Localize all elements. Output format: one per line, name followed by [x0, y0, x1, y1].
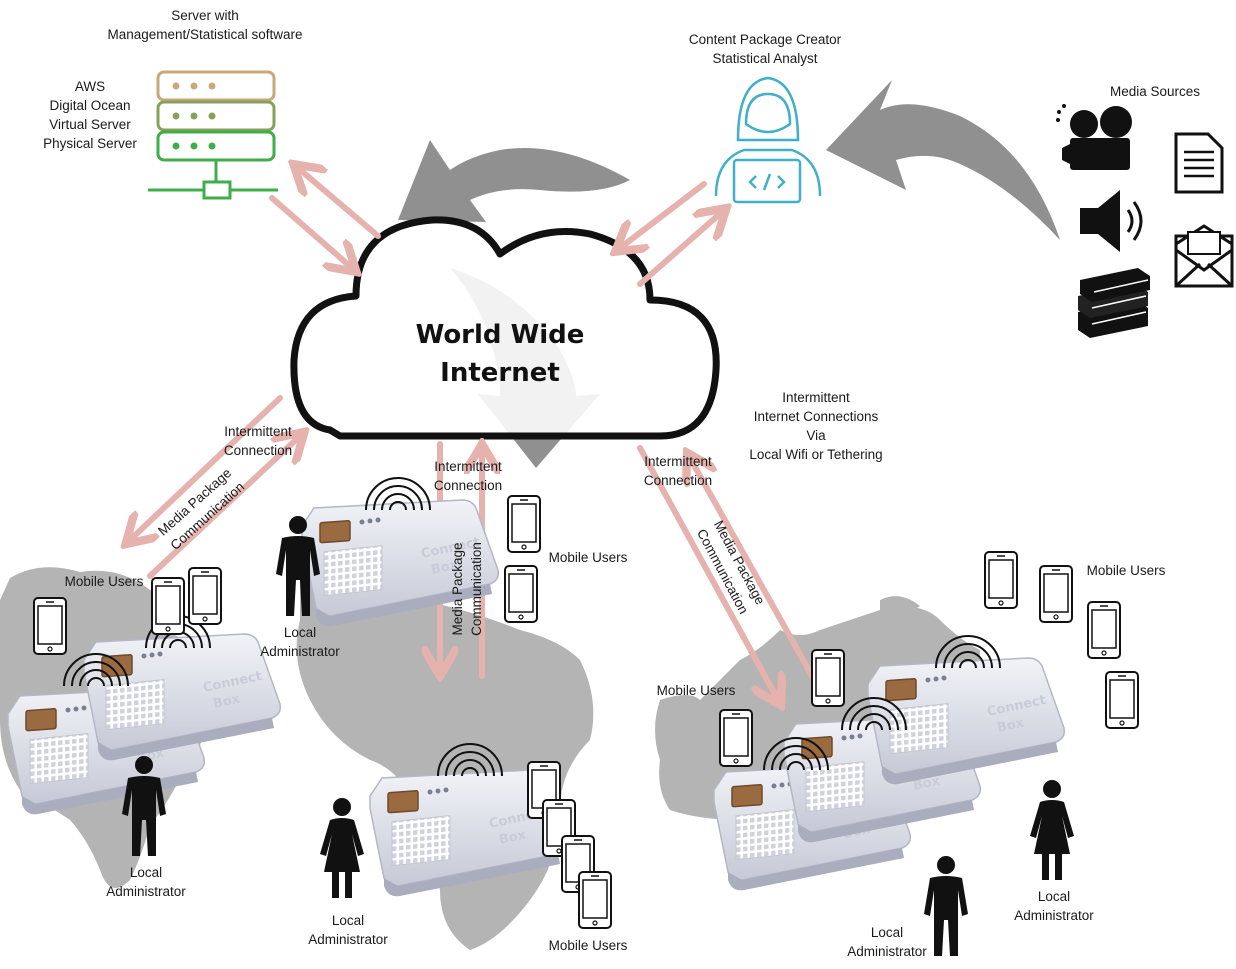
internet-cloud: [290, 216, 720, 440]
mobile-users-europe-right: Mobile Users: [1086, 563, 1166, 578]
intermittent-connection-center: Intermittent Connection: [433, 459, 503, 493]
intermittent-wifi-label: Intermittent Internet Connections Via Lo…: [749, 390, 883, 462]
server-rack-icon: [148, 70, 278, 200]
mobile-users-south-america: Mobile Users: [64, 574, 144, 589]
cloud-title: World Wide Internet: [415, 320, 585, 388]
document-icon: [1174, 132, 1224, 194]
local-admin-africa-top: Local Administrator: [260, 625, 340, 659]
local-admin-south-america: Local Administrator: [106, 865, 186, 899]
flow-arrow-media-to-creator: [826, 80, 1060, 240]
local-admin-africa-bottom: Local Administrator: [308, 913, 388, 947]
flow-arrow-creator-to-server: [398, 140, 630, 222]
intermittent-connection-left: Intermittent Connection: [223, 424, 293, 458]
media-sources-label: Media Sources: [1109, 84, 1201, 99]
local-admin-europe-left: Local Administrator: [847, 925, 927, 959]
film-camera-icon: [1056, 104, 1132, 170]
mobile-users-africa-top: Mobile Users: [548, 550, 628, 565]
mobile-users-europe-left: Mobile Users: [656, 683, 736, 698]
mobile-users-africa-bottom: Mobile Users: [548, 938, 628, 953]
speaker-icon: [1080, 190, 1143, 252]
media-package-center: Media Package Communication: [450, 542, 484, 636]
envelope-icon: [1174, 224, 1234, 288]
server-hosts: AWS Digital Ocean Virtual Server Physica…: [43, 79, 137, 151]
intermittent-connection-right: Intermittent Connection: [643, 454, 713, 488]
server-heading: Server with Management/Statistical softw…: [107, 8, 303, 42]
developer-laptop-icon: [714, 76, 822, 204]
local-admin-europe-right: Local Administrator: [1014, 889, 1094, 923]
books-icon: [1078, 268, 1150, 338]
creator-label: Content Package Creator Statistical Anal…: [688, 32, 842, 66]
